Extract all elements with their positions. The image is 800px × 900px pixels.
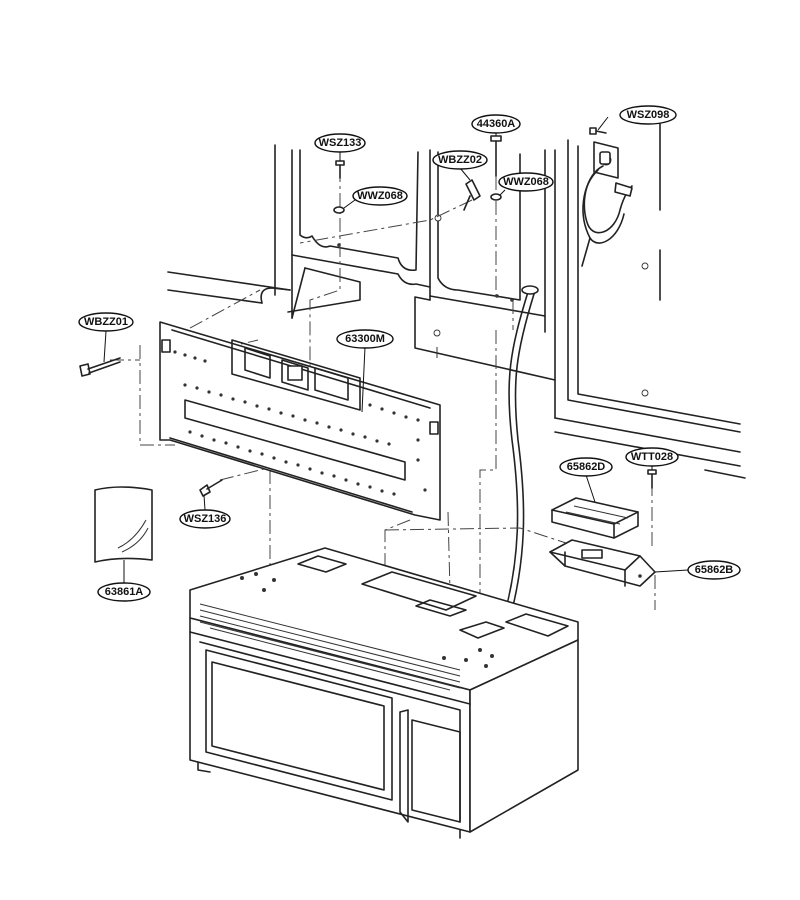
mounting-plate — [159, 321, 441, 521]
part-callout-63300m: 63300M — [336, 329, 394, 413]
part-callout-wsz136: WSZ136 — [179, 494, 231, 529]
label-wwz068-right: WWZ068 — [503, 176, 549, 188]
label-63300m: 63300M — [345, 333, 385, 345]
part-callout-65862d: 65862D — [559, 457, 613, 503]
label-wsz136: WSZ136 — [184, 513, 227, 525]
microwave-oven — [189, 547, 579, 839]
label-wtt028: WTT028 — [631, 451, 673, 463]
label-wsz133: WSZ133 — [319, 137, 362, 149]
part-callout-65862b: 65862B — [654, 560, 741, 580]
part-callout-wsz133: WSZ133 — [314, 133, 366, 161]
part-callout-wsz098: WSZ098 — [597, 105, 677, 131]
label-wbzz02: WBZZ02 — [438, 154, 482, 166]
label-63861a: 63861A — [105, 586, 144, 598]
fasteners — [79, 127, 657, 497]
label-65862b: 65862B — [695, 564, 734, 576]
template-sheet — [94, 486, 153, 563]
part-callout-44360a: 44360A — [471, 114, 521, 136]
wall-cabinets — [167, 119, 746, 479]
label-65862d: 65862D — [567, 461, 606, 473]
part-callout-wtt028: WTT028 — [625, 447, 679, 470]
label-wwz068-left: WWZ068 — [357, 190, 403, 202]
exhaust-parts — [549, 497, 656, 587]
power-outlet-and-cord — [499, 141, 633, 633]
label-wbzz01: WBZZ01 — [84, 316, 128, 328]
part-callout-wwz068-right: WWZ068 — [498, 172, 554, 196]
label-wsz098: WSZ098 — [627, 109, 670, 121]
part-callout-63861a: 63861A — [97, 560, 151, 602]
label-44360a: 44360A — [477, 118, 516, 130]
part-callout-wbzz02: WBZZ02 — [432, 150, 488, 181]
part-callout-wwz068-left: WWZ068 — [343, 186, 408, 209]
part-callout-wbzz01: WBZZ01 — [78, 312, 134, 363]
